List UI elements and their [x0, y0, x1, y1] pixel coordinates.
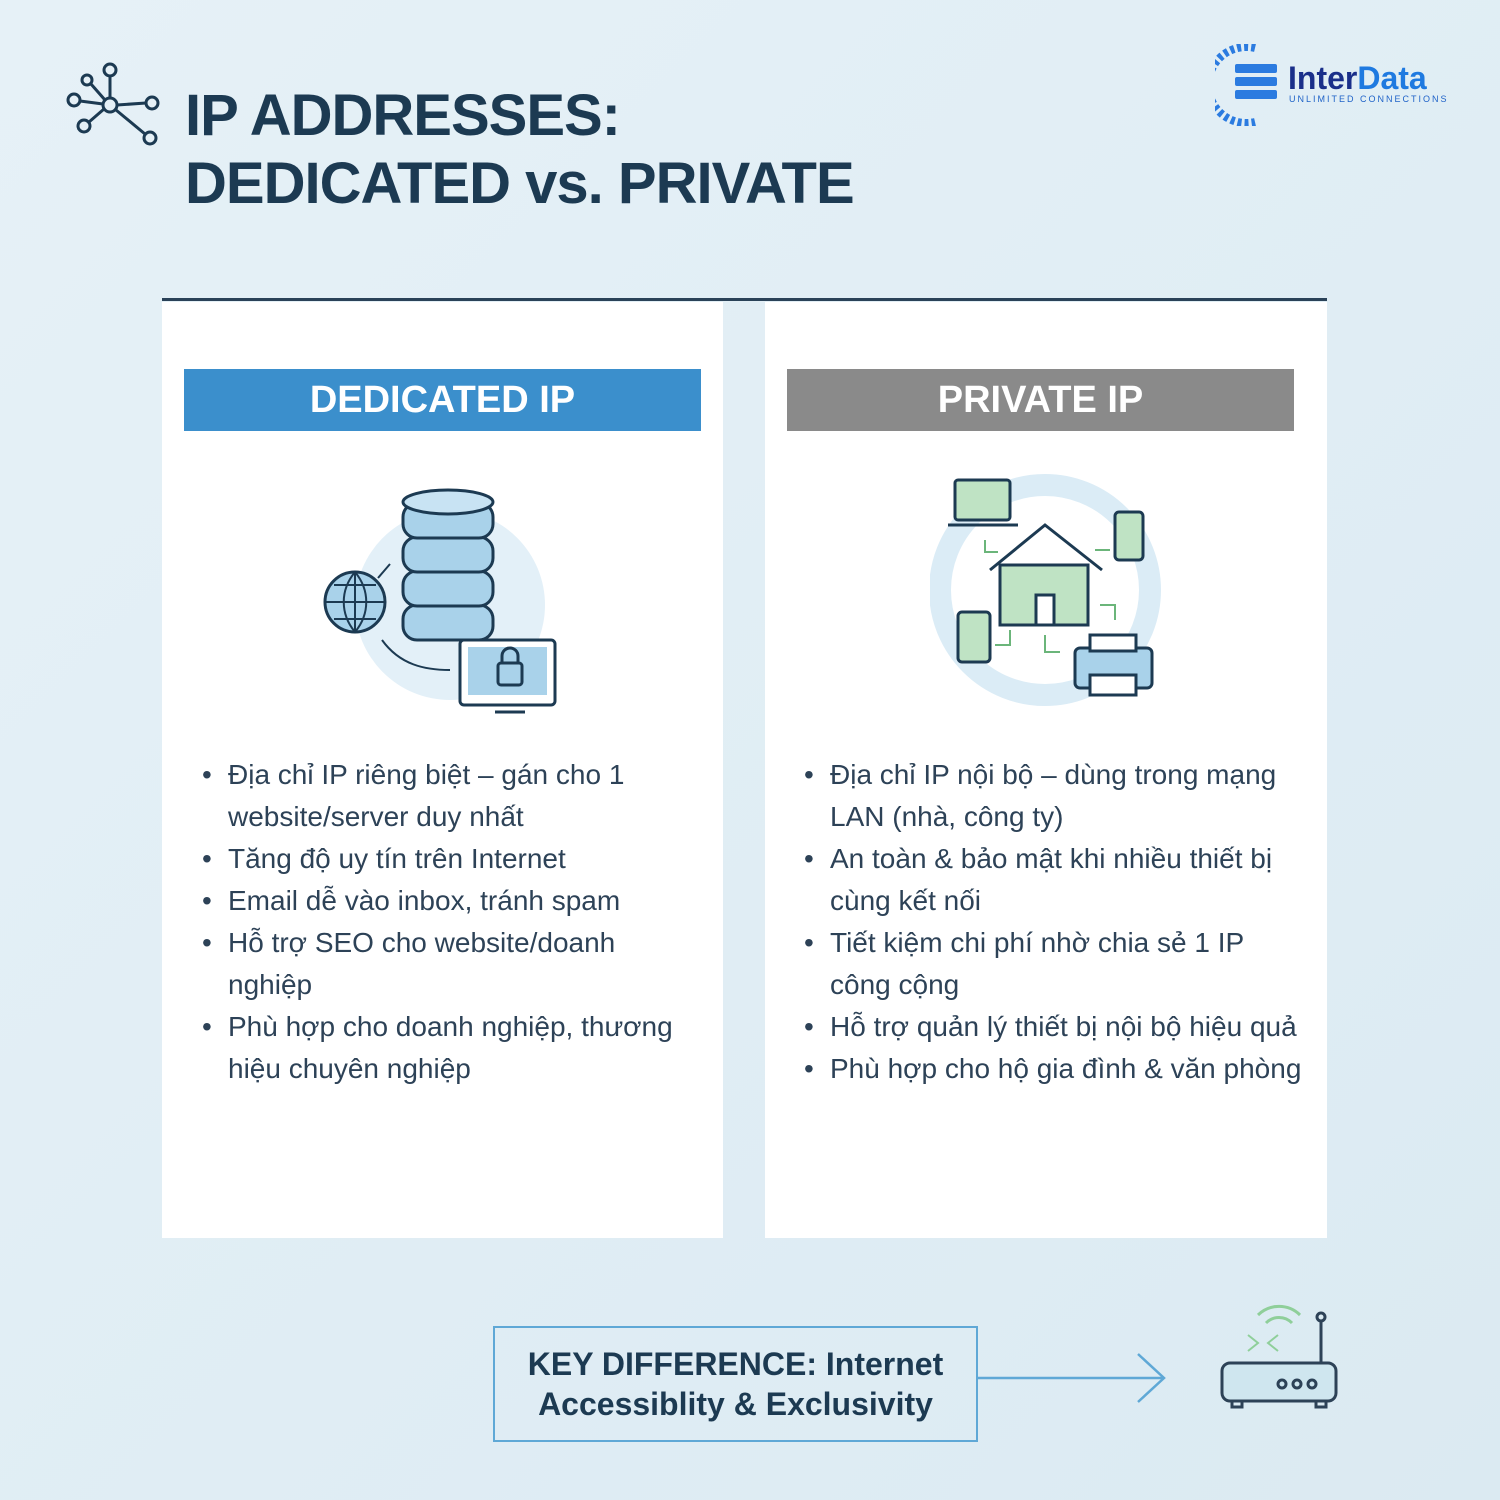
list-item: Phù hợp cho doanh nghiệp, thương hiệu ch…	[202, 1006, 702, 1090]
network-icon	[66, 62, 160, 146]
list-item: Hỗ trợ SEO cho website/doanh nghiệp	[202, 922, 702, 1006]
page-title: IP ADDRESSES: DEDICATED vs. PRIVATE	[185, 82, 855, 218]
tablet-icon	[956, 610, 992, 664]
list-item: Hỗ trợ quản lý thiết bị nội bộ hiệu quả	[804, 1006, 1304, 1048]
title-line-1: IP ADDRESSES:	[185, 83, 621, 148]
private-benefits-list: Địa chỉ IP nội bộ – dùng trong mạng LAN …	[804, 754, 1304, 1090]
private-network-illustration	[930, 474, 1161, 706]
divider	[162, 298, 1327, 301]
list-item: Địa chỉ IP nội bộ – dùng trong mạng LAN …	[804, 754, 1304, 838]
key-difference-line-1: KEY DIFFERENCE: Internet	[527, 1346, 944, 1382]
list-item: Phù hợp cho hộ gia đình & văn phòng	[804, 1048, 1304, 1090]
list-item: Tăng độ uy tín trên Internet	[202, 838, 702, 880]
logo-tagline: UNLIMITED CONNECTIONS	[1289, 94, 1449, 104]
list-item: An toàn & bảo mật khi nhiều thiết bị cùn…	[804, 838, 1304, 922]
arrow-right-icon	[976, 1353, 1166, 1403]
dedicated-benefits-list: Địa chỉ IP riêng biệt – gán cho 1 websit…	[202, 754, 702, 1090]
list-item: Tiết kiệm chi phí nhờ chia sẻ 1 IP công …	[804, 922, 1304, 1006]
phone-icon	[1113, 510, 1145, 562]
dedicated-header: DEDICATED IP	[184, 369, 701, 431]
list-item: Email dễ vào inbox, tránh spam	[202, 880, 702, 922]
lock-icon	[496, 661, 524, 687]
private-header: PRIVATE IP	[787, 369, 1294, 431]
key-difference-line-2: Accessiblity & Exclusivity	[538, 1386, 933, 1422]
dedicated-server-illustration	[323, 488, 557, 714]
title-line-2: DEDICATED vs. PRIVATE	[185, 151, 855, 216]
router-icon	[1220, 1304, 1338, 1409]
key-difference-box: KEY DIFFERENCE: Internet Accessiblity & …	[493, 1326, 978, 1442]
interdata-logo-icon	[1215, 44, 1277, 126]
list-item: Địa chỉ IP riêng biệt – gán cho 1 websit…	[202, 754, 702, 838]
logo-name: InterData	[1288, 60, 1427, 96]
laptop-icon	[953, 478, 1012, 522]
